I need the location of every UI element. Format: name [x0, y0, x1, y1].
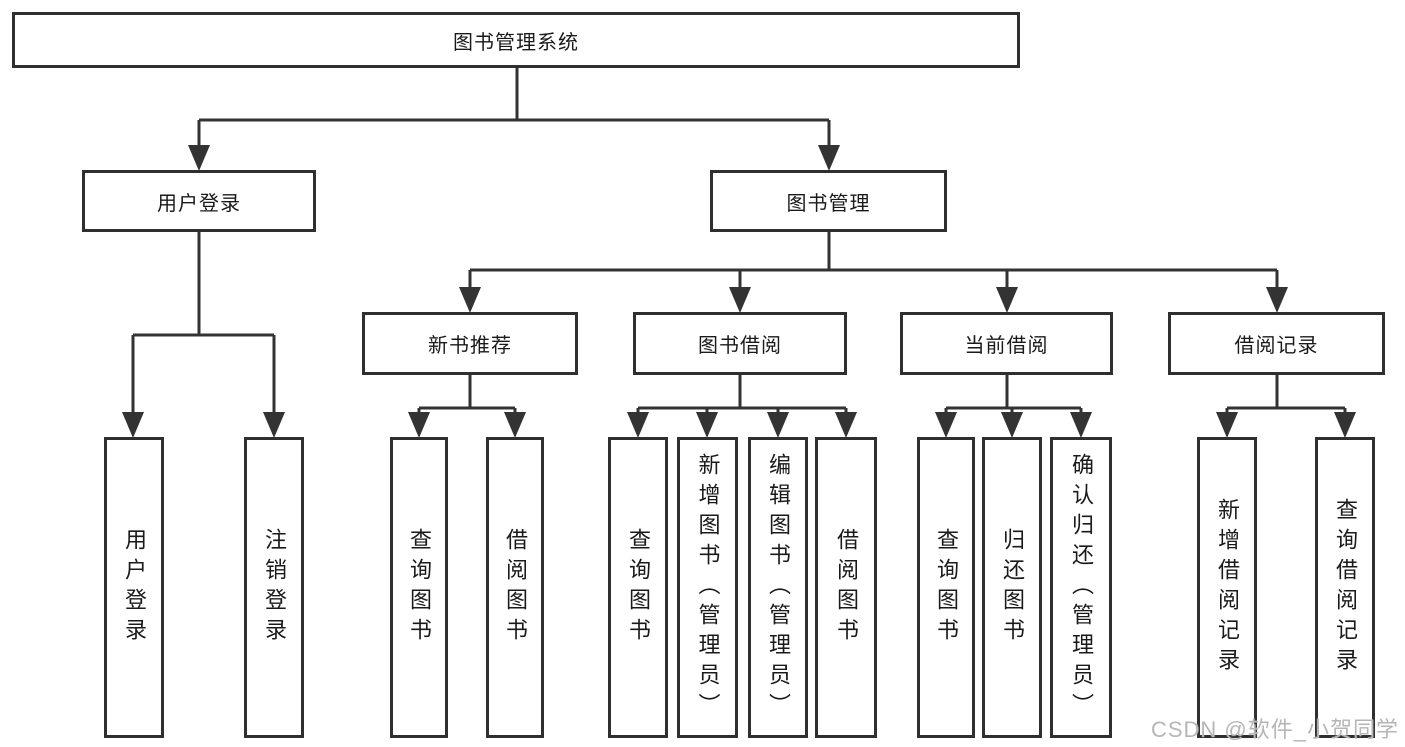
node-label: 编辑图书（管理员） — [766, 452, 791, 723]
node-label: 查询图书 — [934, 527, 959, 648]
node-label: 归还图书 — [1000, 527, 1025, 648]
node-label: 新增图书（管理员） — [695, 452, 721, 723]
leaf-records-add-borrow-record: 新增借阅记录 — [1197, 437, 1257, 738]
leaf-borrowing-borrow-books: 借阅图书 — [815, 437, 877, 738]
node-book-borrowing: 图书借阅 — [633, 312, 847, 375]
connectors-book-borrowing-children — [627, 375, 857, 438]
leaf-borrowing-query-books: 查询图书 — [608, 437, 668, 738]
connectors-root-to-level2 — [188, 68, 840, 171]
node-label: 图书借阅 — [698, 335, 782, 357]
node-label: 图书管理 — [786, 192, 871, 215]
node-label: 查询借阅记录 — [1333, 497, 1358, 678]
leaf-borrowing-add-books-admin: 新增图书（管理员） — [677, 437, 738, 738]
leaf-current-return-books: 归还图书 — [982, 437, 1042, 738]
csdn-watermark: CSDN @软件_小贺同学 — [1150, 717, 1399, 742]
node-label: 借阅图书 — [834, 527, 859, 648]
leaf-current-confirm-return-admin: 确认归还（管理员） — [1050, 437, 1112, 738]
connectors-user-login-children — [122, 232, 285, 438]
node-label: 用户登录 — [157, 192, 241, 215]
node-label: 当前借阅 — [964, 335, 1049, 357]
node-new-book-recommend: 新书推荐 — [362, 312, 578, 375]
node-label: 确认归还（管理员） — [1069, 452, 1094, 723]
leaf-records-query-borrow-record: 查询借阅记录 — [1315, 437, 1375, 738]
node-current-borrowing: 当前借阅 — [900, 312, 1113, 375]
node-label: 图书管理系统 — [453, 31, 579, 54]
node-label: 借阅记录 — [1234, 335, 1319, 357]
node-label: 注销登录 — [262, 527, 287, 648]
node-book-management: 图书管理 — [710, 170, 947, 232]
connectors-book-management-to-level3 — [459, 232, 1288, 313]
leaf-recommend-borrow-books: 借阅图书 — [486, 437, 544, 738]
node-label: 新书推荐 — [428, 335, 512, 357]
leaf-recommend-query-books: 查询图书 — [390, 437, 448, 738]
node-label: 查询图书 — [407, 527, 432, 648]
leaf-borrowing-edit-books-admin: 编辑图书（管理员） — [748, 437, 808, 738]
connectors-new-book-recommend-children — [408, 375, 526, 438]
leaf-current-query-books: 查询图书 — [917, 437, 975, 738]
leaf-logout: 注销登录 — [244, 437, 304, 738]
connectors-current-borrowing-children — [935, 375, 1092, 438]
node-system-root: 图书管理系统 — [12, 12, 1020, 68]
node-label: 新增借阅记录 — [1215, 497, 1240, 678]
node-borrow-records: 借阅记录 — [1168, 312, 1385, 375]
leaf-user-login: 用户登录 — [104, 437, 164, 738]
connectors-borrow-records-children — [1216, 375, 1356, 438]
node-label: 借阅图书 — [503, 527, 528, 648]
node-label: 查询图书 — [626, 527, 651, 648]
node-user-login: 用户登录 — [82, 170, 316, 232]
node-label: 用户登录 — [122, 527, 147, 648]
